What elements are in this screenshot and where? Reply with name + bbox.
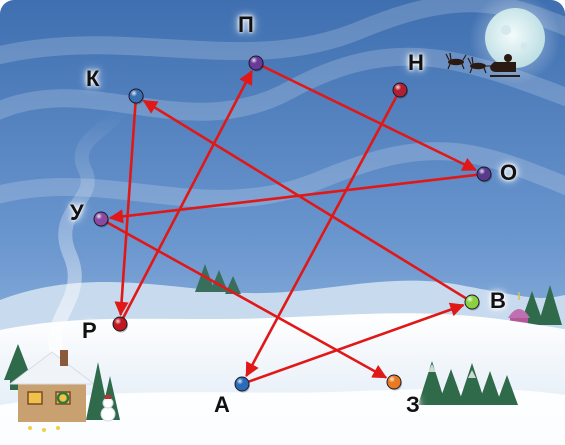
point-label-n: Н [408,52,424,74]
moon [485,8,545,68]
point-label-o: О [500,162,517,184]
point-label-z: З [406,394,420,416]
point-label-a: А [214,394,230,416]
point-label-u: У [70,202,84,224]
point-label-p: П [238,14,254,36]
point-label-k: К [86,68,99,90]
point-label-v: В [490,290,506,312]
point-label-r: Р [82,320,97,342]
